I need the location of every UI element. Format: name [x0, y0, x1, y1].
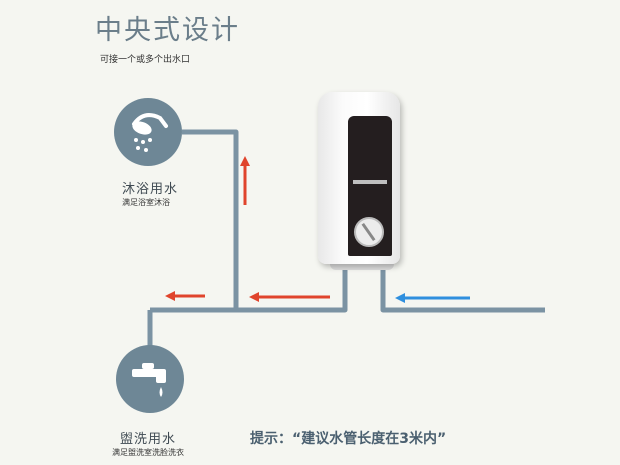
- faucet-icon: [132, 363, 166, 397]
- hot-arrow-up-icon: [240, 156, 250, 205]
- hot-water-pipe: [150, 262, 348, 313]
- water-heater: [318, 92, 400, 264]
- tip-text: 提示：“建议水管长度在3米内”: [250, 431, 447, 447]
- shower-circle: [114, 98, 182, 166]
- faucet-label: 盥洗用水: [120, 432, 177, 447]
- page-title: 中央式设计: [95, 15, 240, 46]
- shower-pipe: [182, 129, 239, 310]
- shower-label: 沐浴用水: [122, 182, 179, 197]
- hot-arrow-left-heater-icon: [249, 292, 330, 302]
- page-subtitle: 可接一个或多个出水口: [100, 55, 191, 65]
- shower-icon: [132, 113, 168, 152]
- faucet-sublabel: 满足盥洗室洗脸洗衣: [112, 448, 184, 457]
- cold-water-pipe: [380, 262, 545, 313]
- shower-sublabel: 满足浴室沐浴: [122, 198, 170, 207]
- hot-arrow-left-icon: [165, 291, 205, 301]
- faucet-circle: [116, 345, 184, 413]
- heater-knob-icon: [354, 217, 384, 247]
- heater-brand-badge: [353, 180, 387, 184]
- cold-arrow-left-icon: [395, 293, 470, 303]
